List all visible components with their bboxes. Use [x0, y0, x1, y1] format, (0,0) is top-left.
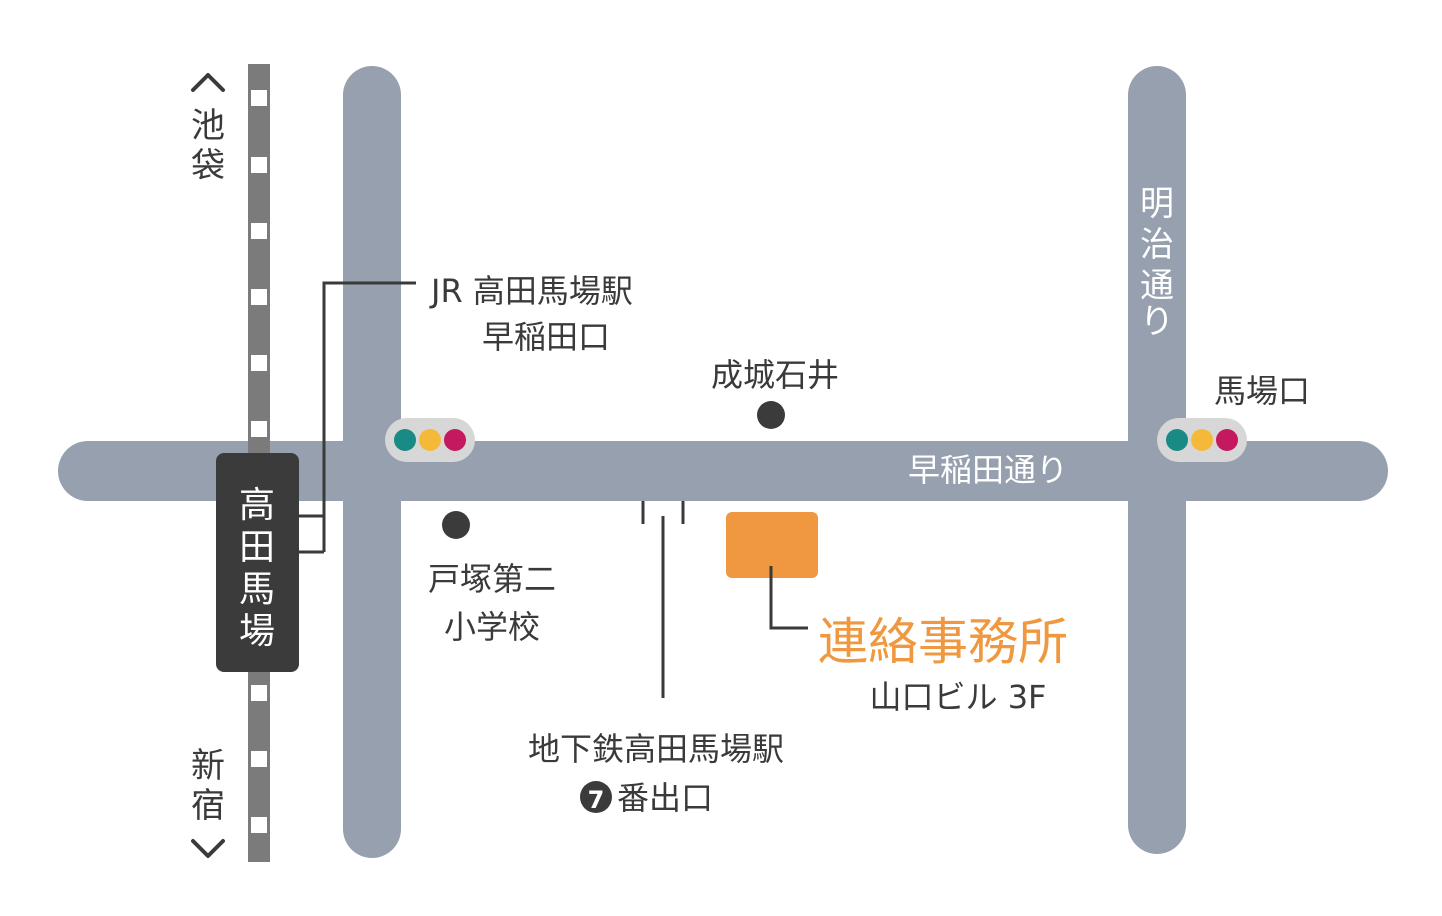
- signal-yellow: [1191, 429, 1213, 451]
- signal-yellow: [419, 429, 441, 451]
- station-takadanobaba: 高 田 馬 場: [216, 453, 299, 672]
- subway-exit-callout: 地下鉄高田馬場駅 7 番出口: [528, 501, 784, 817]
- totsuka-label-line1: 戸塚第二: [428, 560, 556, 598]
- direction-south-char-2: 宿: [191, 786, 225, 826]
- roads: [58, 66, 1388, 858]
- meiji-dori-char-1: 明: [1140, 184, 1174, 224]
- direction-north-char-2: 袋: [191, 146, 225, 186]
- subway-exit-number: 7: [588, 786, 605, 814]
- station-box-char-4: 場: [239, 611, 275, 652]
- landmark-seijo-ishii: 成城石井: [711, 356, 839, 429]
- station-box-char-2: 田: [239, 527, 275, 568]
- signal-red: [444, 429, 466, 451]
- landmark-dot-icon: [757, 401, 785, 429]
- landmark-dot-icon: [442, 511, 470, 539]
- direction-north-char-1: 池: [191, 106, 225, 146]
- meiji-dori-char-2: 治: [1140, 225, 1174, 265]
- jr-exit-label: 早稲田口: [482, 318, 610, 356]
- destination-label: 連絡事務所: [818, 613, 1068, 671]
- waseda-dori-road: [58, 441, 1388, 501]
- babaguchi-label: 馬場口: [1214, 372, 1310, 410]
- waseda-dori-label: 早稲田通り: [908, 451, 1068, 489]
- landmark-totsuka-school: 戸塚第二 小学校: [428, 511, 556, 646]
- direction-shinjuku: 新 宿: [191, 746, 225, 858]
- signal-red: [1216, 429, 1238, 451]
- destination-building-marker: [726, 512, 818, 578]
- chevron-down-icon: [191, 839, 225, 858]
- station-box: [216, 453, 299, 672]
- exit-number-badge-icon: [580, 781, 612, 813]
- meiji-dori-char-3: 通: [1140, 266, 1174, 306]
- meiji-dori-char-4: り: [1140, 302, 1174, 342]
- signal-green: [1166, 429, 1188, 451]
- destination-leader-line: [769, 566, 808, 630]
- signal-green: [394, 429, 416, 451]
- rail-ticks: [251, 90, 267, 833]
- jr-station-label: JR 高田馬場駅: [429, 272, 633, 310]
- station-box-char-1: 高: [239, 485, 275, 526]
- traffic-signal-left: [385, 418, 475, 462]
- subway-exit-label: 番出口: [617, 779, 713, 817]
- destination-building-label: 山口ビル 3F: [870, 678, 1047, 716]
- direction-south-char-1: 新: [191, 746, 225, 786]
- station-box-char-3: 馬: [239, 569, 275, 610]
- direction-ikebukuro: 池 袋: [191, 73, 225, 186]
- jr-leader-line: [322, 281, 416, 552]
- totsuka-label-line2: 小学校: [444, 608, 540, 646]
- meiji-dori-label: 明 治 通 り: [1140, 184, 1174, 342]
- subway-station-label: 地下鉄高田馬場駅: [528, 730, 784, 768]
- traffic-signal-right: [1157, 418, 1247, 462]
- destination-office: 連絡事務所 山口ビル 3F: [726, 512, 1068, 716]
- chevron-up-icon: [191, 73, 225, 92]
- jr-exit-callout: JR 高田馬場駅 早稲田口: [299, 272, 633, 554]
- seijo-label: 成城石井: [711, 356, 839, 394]
